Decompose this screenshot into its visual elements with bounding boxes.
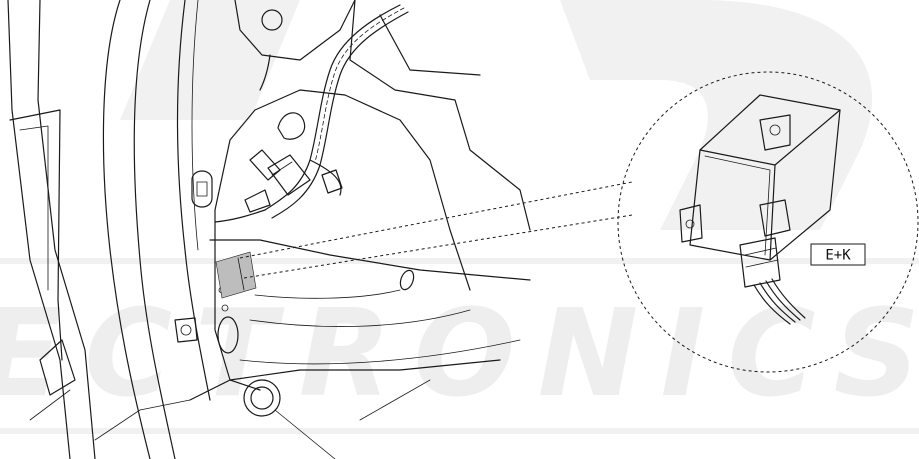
small-oval-hole [399, 269, 415, 291]
upper-bracket [234, 0, 356, 61]
watermark-text: ECTRONICS [0, 285, 919, 424]
module-front-edge [769, 164, 776, 261]
connector-label: E+K [810, 243, 866, 266]
harness-tape [314, 7, 405, 163]
sill-line-1 [29, 389, 71, 421]
module-bevel [704, 155, 771, 256]
upper-wire [259, 54, 271, 91]
access-hole-1 [277, 112, 306, 140]
module-mount-tab-top [759, 114, 791, 151]
door-edge-inner [37, 0, 96, 459]
quarter-panel [189, 0, 531, 459]
oval-hole [191, 170, 213, 208]
module-mount-tab-left [679, 204, 703, 243]
pillar-rear-line [191, 0, 199, 251]
callout-leaders [239, 181, 633, 279]
pillar-clip [174, 317, 198, 343]
panel-midline [209, 239, 531, 281]
drain-plug-inner [250, 386, 274, 410]
watermark-shape-right [560, 0, 873, 230]
watermark-stripe [0, 258, 919, 264]
pillar-front [102, 0, 151, 459]
wire-4 [753, 284, 791, 325]
panel-upper-edge [349, 0, 531, 231]
pillar-front-inner [133, 0, 176, 459]
floor-seam [359, 379, 431, 421]
mount-hole-left [685, 219, 695, 229]
leader-upper [239, 181, 633, 259]
plug-rib-2 [745, 259, 779, 268]
panel-cavity-edge [214, 89, 471, 291]
module-body [689, 94, 841, 261]
watermark-shape-left [120, 0, 300, 120]
panel-curve-1 [254, 289, 401, 299]
seal-left [9, 109, 63, 361]
floor-edge [189, 359, 501, 401]
connector-plug [739, 237, 781, 288]
bottom-bracket [39, 339, 76, 396]
drain-plug-outer [243, 379, 281, 417]
install-location [215, 251, 257, 299]
wiring-harness [214, 4, 409, 223]
door-edge-outer [7, 0, 71, 459]
connector-label-box [810, 243, 866, 266]
mount-hole-top [769, 124, 781, 136]
panel-curve-3 [239, 339, 521, 365]
leader-lower [243, 214, 633, 279]
branch-wire [309, 159, 342, 196]
detail-circle [617, 71, 919, 373]
oval-hole-inner [196, 181, 208, 197]
wire-3 [771, 278, 806, 319]
access-hole-2 [249, 149, 281, 181]
pillar-rear [176, 0, 211, 401]
sill-line-2 [94, 399, 191, 441]
panel-lower-left [214, 209, 261, 391]
highlight-seam [237, 257, 245, 291]
watermark-stripe-bottom [0, 428, 919, 434]
control-module [679, 94, 841, 325]
panel-curve-2 [249, 309, 471, 327]
pillar-clip-hole [180, 324, 192, 336]
lower-oval-hole [217, 316, 239, 354]
clip-block [244, 189, 271, 213]
upper-bolt-hole [261, 9, 283, 31]
harness-main-2 [271, 11, 409, 219]
vehicle-pillar [7, 0, 211, 459]
wire-2 [765, 280, 801, 321]
harness-main [264, 4, 401, 211]
wire-1 [759, 282, 796, 323]
module-location-highlight [215, 251, 257, 299]
harness-to-pillar [214, 209, 266, 223]
pillar-dot-2 [221, 304, 229, 312]
main-connector-detail [271, 161, 293, 176]
seal-left-inner [19, 125, 49, 291]
main-connector [267, 154, 311, 196]
connector-label-text: E+K [825, 248, 851, 264]
panel-top-lip [379, 14, 481, 76]
plug-rib-1 [744, 247, 777, 256]
drain-leader [274, 409, 336, 459]
plug-latch [759, 199, 791, 237]
branch-connector [321, 169, 343, 194]
